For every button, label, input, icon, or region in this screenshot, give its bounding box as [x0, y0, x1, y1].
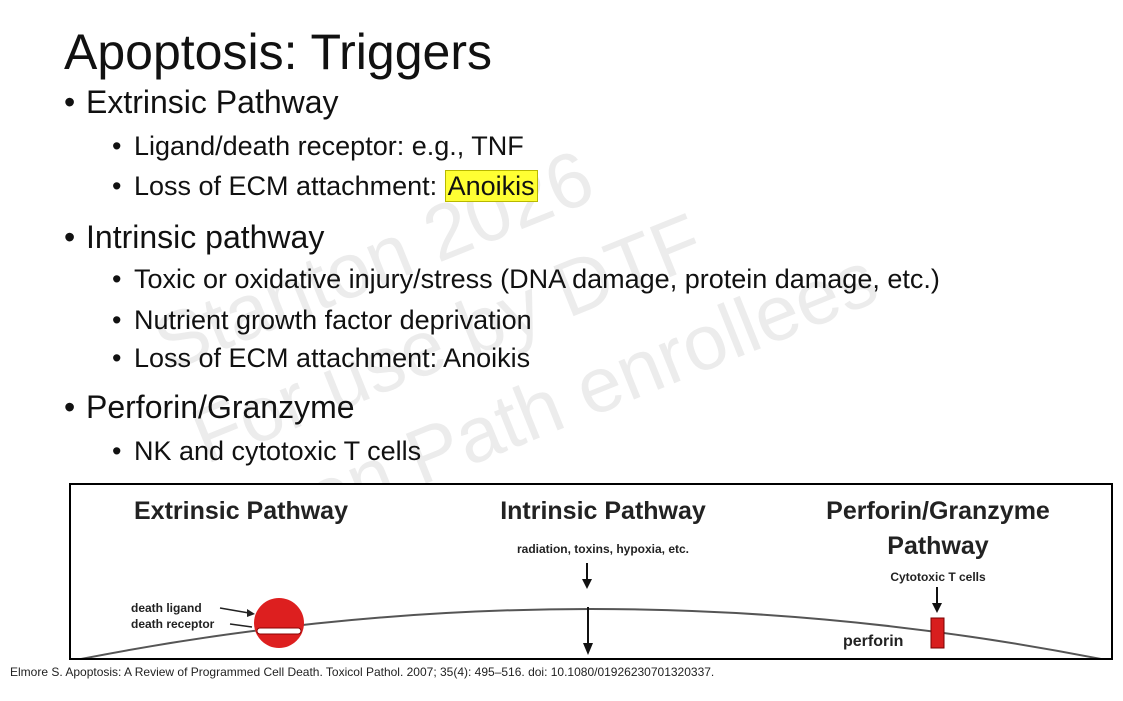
bullet-text: Nutrient growth factor deprivation: [134, 305, 532, 335]
perforin-arrow-icon: [932, 587, 942, 613]
sub-bullet-ligand: • Ligand/death receptor: e.g., TNF: [112, 130, 524, 162]
perforin-label: perforin: [843, 633, 903, 650]
extrinsic-title: Extrinsic Pathway: [134, 497, 348, 525]
bullet-label: Perforin/Granzyme: [86, 389, 355, 425]
citation: Elmore S. Apoptosis: A Review of Program…: [10, 665, 715, 679]
pathway-diagram: Extrinsic Pathway Intrinsic Pathway radi…: [81, 497, 1101, 658]
sub-bullet-ecm-intrinsic: • Loss of ECM attachment: Anoikis: [112, 342, 530, 374]
bullet-dot: •: [112, 171, 122, 201]
bullet-dot: •: [112, 436, 122, 466]
bullet-label: Extrinsic Pathway: [86, 84, 339, 120]
slide-title: Apoptosis: Triggers: [64, 24, 492, 80]
death-receptor-icon: [219, 598, 304, 648]
cell-membrane-arc: [81, 608, 1101, 658]
perforin-subtitle: Cytotoxic T cells: [890, 570, 986, 584]
death-receptor-label: death receptor: [131, 617, 215, 631]
sub-bullet-nutrient: • Nutrient growth factor deprivation: [112, 304, 532, 336]
sub-bullet-nk-cells: • NK and cytotoxic T cells: [112, 435, 421, 467]
bullet-dot: •: [112, 264, 122, 294]
bullet-dot: •: [112, 343, 122, 373]
pathway-figure: Extrinsic Pathway Intrinsic Pathway radi…: [69, 483, 1113, 660]
intrinsic-arrow-icon: [582, 563, 593, 655]
bullet-text: Loss of ECM attachment:: [134, 171, 445, 201]
bullet-dot: •: [112, 305, 122, 335]
bullet-text: Toxic or oxidative injury/stress (DNA da…: [134, 264, 940, 294]
bullet-dot: •: [64, 219, 76, 255]
perforin-title-line-2: Pathway: [887, 532, 989, 560]
perforin-pore-icon: [930, 617, 945, 649]
bullet-text: Loss of ECM attachment: Anoikis: [134, 343, 531, 373]
intrinsic-title: Intrinsic Pathway: [500, 497, 706, 525]
bullet-dot: •: [112, 131, 122, 161]
bullet-text: Ligand/death receptor: e.g., TNF: [134, 131, 524, 161]
bullet-extrinsic-pathway: • Extrinsic Pathway: [64, 84, 339, 120]
death-ligand-label: death ligand: [131, 601, 202, 615]
bullet-intrinsic-pathway: • Intrinsic pathway: [64, 219, 324, 255]
bullet-dot: •: [64, 84, 76, 120]
intrinsic-subtitle: radiation, toxins, hypoxia, etc.: [517, 542, 689, 556]
perforin-title-line-1: Perforin/Granzyme: [826, 497, 1050, 525]
bullet-perforin-granzyme: • Perforin/Granzyme: [64, 389, 355, 425]
highlighted-term-anoikis: Anoikis: [444, 170, 538, 202]
bullet-dot: •: [64, 389, 76, 425]
sub-bullet-toxic-injury: • Toxic or oxidative injury/stress (DNA d…: [112, 263, 940, 295]
bullet-label: Intrinsic pathway: [86, 219, 325, 255]
bullet-text: NK and cytotoxic T cells: [134, 436, 422, 466]
sub-bullet-ecm-extrinsic: • Loss of ECM attachment: Anoikis: [112, 170, 538, 202]
